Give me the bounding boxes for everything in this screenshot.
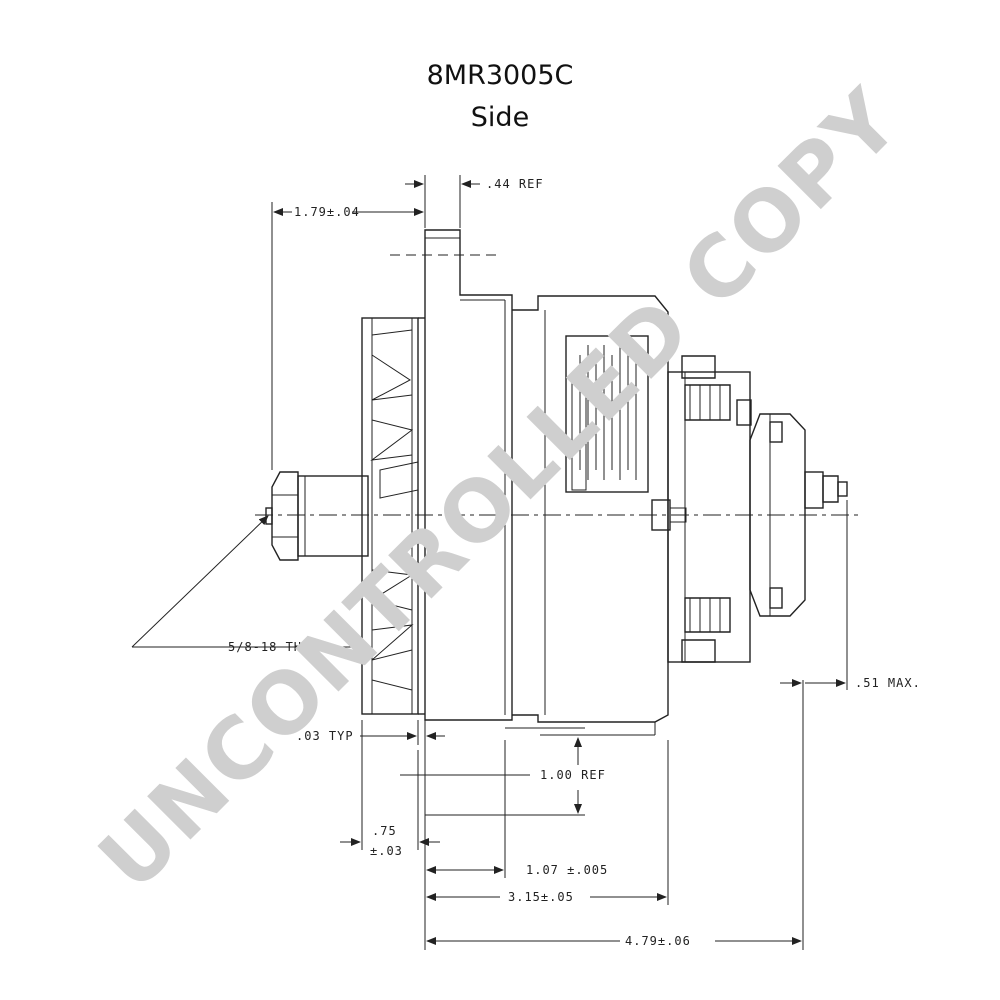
dim-mount-to-case-label: 1.07 ±.005 (526, 863, 608, 877)
shaft-and-nut (265, 471, 369, 561)
dim-terminal-max: .51 MAX. (780, 500, 921, 690)
dim-terminal-max-label: .51 MAX. (855, 676, 921, 690)
dim-thread-label: 5/8-18 THRD (228, 640, 318, 654)
dim-thread: 5/8-18 THRD (131, 515, 360, 654)
dim-overall-length-label: 4.79±.06 (625, 934, 691, 948)
dim-pulley-offset-label: 1.79±.04 (294, 205, 360, 219)
dim-flange-thickness-label: .44 REF (486, 177, 544, 191)
dim-body-length-label: 3.15±.05 (508, 890, 574, 904)
dim-overall-length: 4.79±.06 (426, 680, 804, 950)
fan-pulley (361, 317, 425, 715)
dim-body-length: 3.15±.05 (426, 740, 669, 905)
part-number-title: 8MR3005C (426, 60, 574, 91)
dim-hub-width-b: ±.03 (370, 844, 403, 858)
dim-fan-gap-label: .03 TYP (296, 729, 354, 743)
rear-cover (749, 413, 848, 617)
dim-hub-width: .75 ±.03 (340, 720, 440, 858)
dim-mount-ref-label: 1.00 REF (540, 768, 606, 782)
watermark-text: UNCONTROLLED COPY (80, 70, 919, 909)
dim-flange-thickness: .44 REF (405, 175, 544, 228)
nameplate (565, 335, 649, 493)
dim-pulley-offset: 1.79±.04 (271, 202, 424, 470)
dim-hub-width-a: .75 (372, 824, 397, 838)
view-title: Side (470, 102, 530, 133)
rear-end-frame (651, 355, 752, 663)
dim-fan-gap: .03 TYP (296, 720, 445, 745)
dim-mount-to-case: 1.07 ±.005 (424, 740, 608, 950)
dim-mount-ref: 1.00 REF (400, 727, 620, 816)
